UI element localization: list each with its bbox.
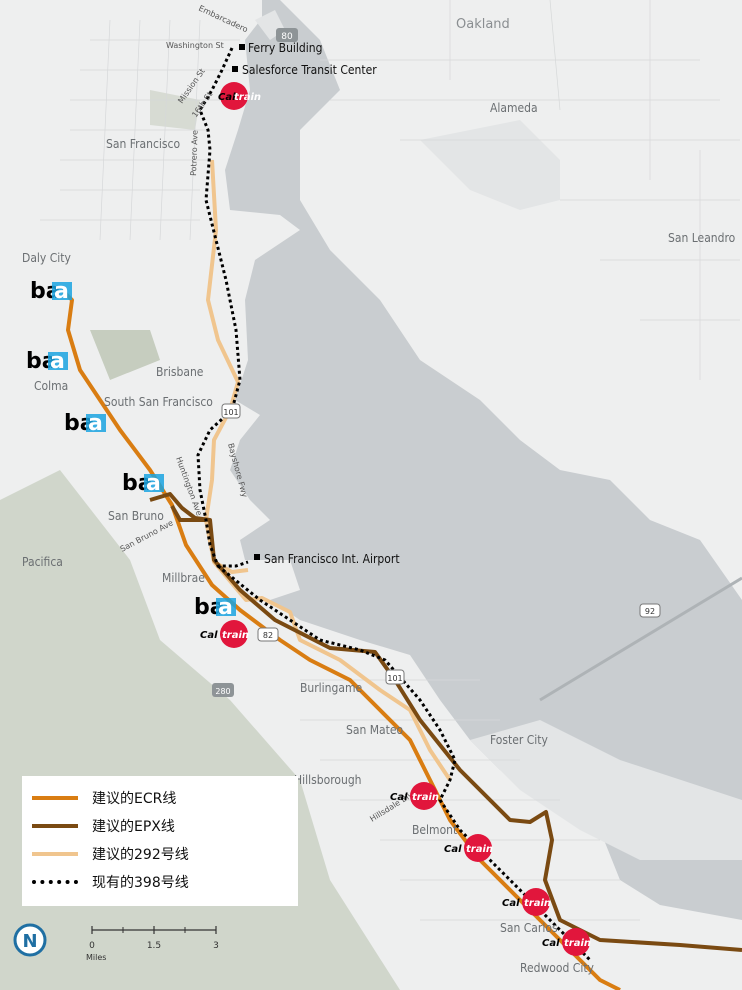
svg-text:92: 92 [645,607,655,616]
legend-item-292: 建议的292号线 [32,842,189,866]
svg-text:101: 101 [223,408,238,417]
label-san-mateo: San Mateo [346,723,404,737]
caltrain-station-icon: Cal train [444,834,493,862]
svg-text:Cal: Cal [444,844,462,855]
label-hillsborough: Hillsborough [294,773,362,787]
poi-transit-center: Salesforce Transit Center [232,63,377,77]
foster-city-land [470,720,742,860]
alameda-island [420,120,560,210]
legend-swatch-292 [32,852,78,856]
legend-item-ecr: 建议的ECR线 [32,786,176,810]
park-san-bruno-mountain [90,330,160,380]
svg-text:Cal: Cal [390,792,408,803]
legend-label-292: 建议的292号线 [92,847,189,863]
legend-swatch-ecr [32,796,78,800]
svg-text:a: a [54,279,69,304]
svg-text:a: a [88,411,103,436]
label-redwood-city: Redwood City [520,961,595,975]
legend: 建议的ECR线 建议的EPX线 建议的292号线 现有的398号线 [22,776,298,906]
legend-item-398: 现有的398号线 [32,870,189,894]
poi-sfo: San Francisco Int. Airport [254,552,400,566]
highway-92-shield: 92 [639,603,661,618]
svg-text:train: train [222,630,249,641]
label-san-bruno: San Bruno [108,509,164,523]
label-san-carlos: San Carlos [500,921,558,935]
svg-text:train: train [564,938,591,949]
label-south-sf: South San Francisco [104,395,213,409]
street-potrero: Potrero Ave [189,130,200,176]
caltrain-station-icon: Cal train [200,620,249,648]
label-burlingame: Burlingame [300,681,363,695]
label-san-francisco: San Francisco [106,137,180,151]
svg-text:280: 280 [215,687,230,696]
legend-label-ecr: 建议的ECR线 [92,791,177,807]
label-san-leandro: San Leandro [668,231,736,245]
east-bay-land [280,0,742,600]
svg-text:82: 82 [263,631,273,640]
legend-swatch-epx [32,824,78,828]
svg-text:Cal: Cal [218,92,236,103]
svg-text:Salesforce Transit Center: Salesforce Transit Center [242,63,377,77]
scale-bar: 0 1.5 3 Miles [86,926,219,962]
north-arrow-icon: N [13,923,47,957]
label-colma: Colma [34,379,68,393]
bart-station-icon: ba a [26,349,68,374]
highway-280-shield: 280 [212,683,234,697]
svg-text:a: a [50,349,65,374]
svg-text:train: train [234,92,261,103]
route-398-line [196,47,592,962]
poi-ferry-building: Ferry Building [239,41,322,55]
legend-label-epx: 建议的EPX线 [92,819,175,835]
svg-text:Ferry Building: Ferry Building [248,41,322,55]
street-washington: Washington St [166,41,224,50]
svg-text:train: train [524,898,551,909]
svg-text:a: a [146,471,161,496]
route-ecr-line [60,288,621,990]
label-millbrae: Millbrae [162,571,205,585]
label-brisbane: Brisbane [156,365,204,379]
highway-101-shield-north: 101 [221,403,241,419]
svg-text:Cal: Cal [542,938,560,949]
caltrain-station-icon: Cal train [542,928,591,956]
svg-text:1.5: 1.5 [147,941,161,951]
svg-text:3: 3 [213,941,219,951]
svg-text:San Francisco Int. Airport: San Francisco Int. Airport [264,552,400,566]
legend-label-398: 现有的398号线 [92,875,189,891]
bart-station-icon: ba a [64,411,106,436]
route-epx-loop [170,505,205,522]
bart-station-icon: ba a [122,471,164,496]
svg-text:Miles: Miles [86,953,106,962]
label-oakland: Oakland [456,17,510,32]
svg-text:101: 101 [387,674,402,683]
caltrain-station-icon: Cal train [390,782,439,810]
svg-text:Cal: Cal [502,898,520,909]
svg-text:train: train [412,792,439,803]
label-daly-city: Daly City [22,251,72,265]
legend-swatch-398 [32,880,78,884]
svg-text:train: train [466,844,493,855]
bart-station-icon: ba a [30,279,72,304]
label-alameda: Alameda [490,101,538,115]
label-pacifica: Pacifica [22,555,63,569]
caltrain-station-icon: Cal train [502,888,551,916]
highway-101-shield-south: 101 [385,669,405,685]
svg-text:a: a [218,595,233,620]
highway-82-shield: 82 [257,627,279,642]
legend-item-epx: 建议的EPX线 [32,814,175,838]
svg-text:N: N [22,931,37,952]
highway-80-shield: 80 [276,28,298,42]
svg-text:Cal: Cal [200,630,218,641]
label-foster-city: Foster City [490,733,549,747]
bart-station-icon: ba a [194,595,236,620]
svg-text:0: 0 [89,941,95,951]
svg-text:80: 80 [281,32,293,42]
san-mateo-bridge [539,576,742,702]
label-belmont: Belmont [412,823,457,837]
caltrain-station-icon: Cal train [218,82,261,110]
